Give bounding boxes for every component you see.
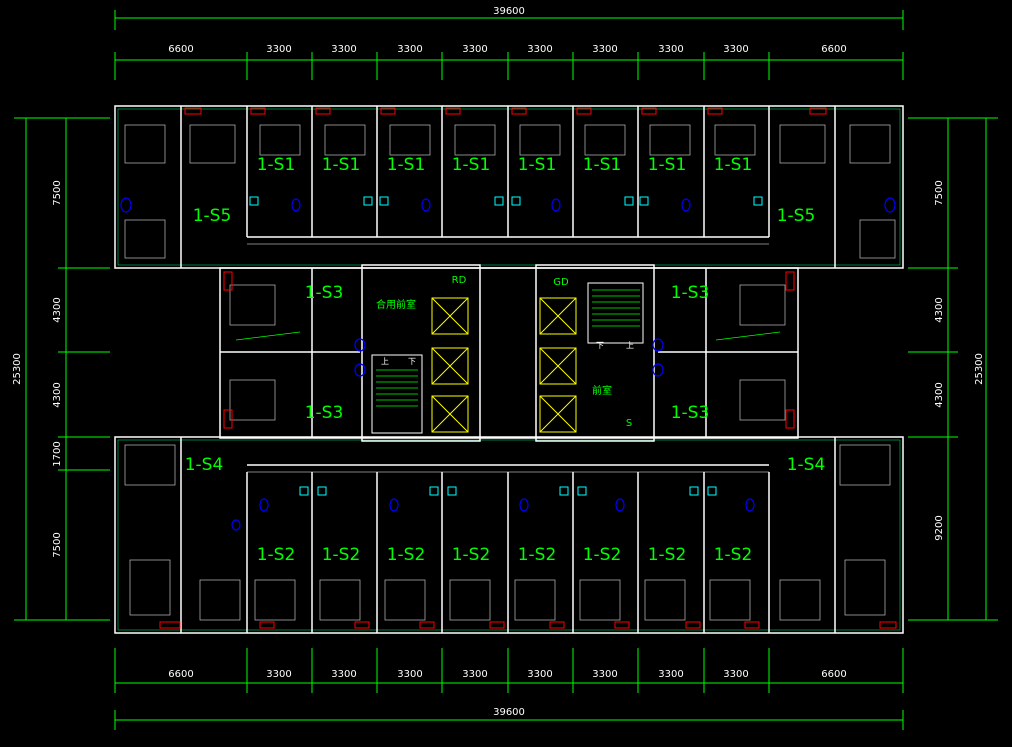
bottom-bay-dim: 3300 [592, 669, 617, 680]
top-bay-dim: 3300 [723, 44, 748, 55]
right-seg-dim: 4300 [934, 297, 945, 322]
stair-up-label: 上 [626, 341, 634, 350]
unit-label-s3: 1-S3 [305, 283, 344, 303]
unit-label-s1: 1-S1 [583, 155, 622, 175]
shared-lobby-label: 合用前室 [376, 298, 416, 311]
unit-label-s1: 1-S1 [387, 155, 426, 175]
furniture-hints [124, 124, 896, 621]
unit-label-s2: 1-S2 [583, 545, 622, 565]
dimension-lines [14, 10, 998, 730]
right-seg-dim: 9200 [934, 515, 945, 540]
unit-label-s2: 1-S2 [387, 545, 426, 565]
sink-fixtures [249, 196, 763, 496]
stair-up-label: 上 [381, 357, 389, 366]
bathroom-fixtures [120, 197, 896, 531]
top-total-dim: 39600 [493, 6, 525, 17]
unit-label-s2: 1-S2 [257, 545, 296, 565]
top-bay-dim: 3300 [592, 44, 617, 55]
unit-label-s4: 1-S4 [185, 455, 224, 475]
window-marks [159, 107, 897, 629]
left-seg-dim: 1700 [52, 441, 63, 466]
bottom-bay-dim: 3300 [397, 669, 422, 680]
rd-label: RD [452, 275, 467, 286]
bottom-bay-dim: 6600 [821, 669, 846, 680]
unit-label-s1: 1-S1 [648, 155, 687, 175]
shaft-s-label: S [626, 418, 632, 429]
unit-label-s2: 1-S2 [322, 545, 361, 565]
bottom-bay-dim: 6600 [168, 669, 193, 680]
core-labels: 合用前室 前室 RD GD S 上 下 下 上 [376, 275, 634, 429]
unit-label-s3: 1-S3 [671, 403, 710, 423]
lobby-label: 前室 [592, 384, 612, 397]
left-seg-dim: 7500 [52, 532, 63, 557]
top-bay-dim: 3300 [658, 44, 683, 55]
stair-down-label: 下 [596, 341, 604, 350]
unit-label-s3: 1-S3 [671, 283, 710, 303]
bottom-bay-dim: 3300 [331, 669, 356, 680]
bottom-bay-dim: 3300 [462, 669, 487, 680]
unit-label-s1: 1-S1 [518, 155, 557, 175]
bottom-bay-dim: 3300 [266, 669, 291, 680]
top-bay-dim: 6600 [168, 44, 193, 55]
stair-treads [235, 289, 781, 407]
left-total-dim: 25300 [12, 353, 23, 385]
top-bay-dim: 3300 [266, 44, 291, 55]
left-seg-dim: 4300 [52, 382, 63, 407]
unit-label-s1: 1-S1 [452, 155, 491, 175]
unit-label-s5: 1-S5 [193, 206, 232, 226]
unit-label-s1: 1-S1 [714, 155, 753, 175]
unit-label-s4: 1-S4 [787, 455, 826, 475]
stair-down-label: 下 [408, 357, 416, 366]
top-bay-dim: 3300 [527, 44, 552, 55]
building-walls [114, 105, 904, 634]
left-seg-dim: 4300 [52, 297, 63, 322]
right-seg-dim: 4300 [934, 382, 945, 407]
bottom-total-dim: 39600 [493, 707, 525, 718]
left-seg-dim: 7500 [52, 180, 63, 205]
right-seg-dim: 7500 [934, 180, 945, 205]
right-total-dim: 25300 [974, 353, 985, 385]
gd-label: GD [553, 277, 569, 288]
unit-label-s5: 1-S5 [777, 206, 816, 226]
unit-label-s2: 1-S2 [452, 545, 491, 565]
dimension-labels: 39600 6600 3300 3300 3300 3300 3300 3300… [12, 6, 985, 718]
top-bay-dim: 3300 [462, 44, 487, 55]
unit-label-s3: 1-S3 [305, 403, 344, 423]
bottom-bay-dim: 3300 [723, 669, 748, 680]
unit-label-s2: 1-S2 [714, 545, 753, 565]
unit-labels: 1-S1 1-S1 1-S1 1-S1 1-S1 1-S1 1-S1 1-S1 … [185, 155, 826, 565]
bottom-bay-dim: 3300 [527, 669, 552, 680]
unit-label-s2: 1-S2 [648, 545, 687, 565]
top-bay-dim: 6600 [821, 44, 846, 55]
top-bay-dim: 3300 [397, 44, 422, 55]
top-bay-dim: 3300 [331, 44, 356, 55]
elevator-shafts [431, 297, 577, 433]
unit-label-s1: 1-S1 [257, 155, 296, 175]
unit-label-s1: 1-S1 [322, 155, 361, 175]
bottom-bay-dim: 3300 [658, 669, 683, 680]
unit-label-s2: 1-S2 [518, 545, 557, 565]
